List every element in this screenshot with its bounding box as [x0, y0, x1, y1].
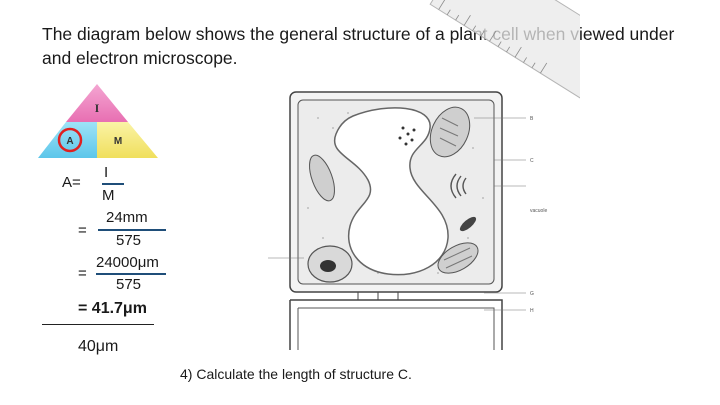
label-b: B [530, 116, 534, 122]
neighbour-cell-membrane [297, 307, 495, 350]
chloroplast-left [309, 154, 335, 202]
triangle-right-section [97, 122, 158, 158]
label-g: G [530, 291, 534, 297]
label-vacuole: vacuole [530, 208, 547, 214]
triangle-label-a: A [66, 136, 73, 147]
golgi-apparatus [450, 173, 467, 199]
vacuole [333, 107, 449, 276]
fraction1-denominator: M [102, 187, 115, 204]
label-h: H [530, 308, 534, 314]
plant-cell-diagram: B C vacuole G H [268, 91, 547, 350]
formula-equals-3: = [78, 265, 87, 282]
label-c: C [530, 158, 534, 164]
a-highlight-circle [57, 127, 83, 153]
plasmodesmata [357, 292, 399, 300]
chloroplast-bottom-right [437, 242, 479, 274]
ruler-overlay [429, 0, 580, 111]
ruler-ticks [438, 0, 548, 74]
thylakoid-lines [439, 117, 459, 147]
formula-equals-2: = [78, 222, 87, 239]
answer-value: 40μm [78, 338, 119, 355]
thylakoid-lines-2 [443, 247, 473, 269]
nucleolus [320, 260, 336, 272]
question-text: 4) Calculate the length of structure C. [180, 366, 412, 382]
fraction3-denominator: 575 [116, 276, 142, 293]
fraction3-numerator: 24000μm [96, 254, 159, 271]
label-lines [268, 117, 526, 311]
result-value: = 41.7μm [78, 300, 147, 317]
formula-lhs: A= [62, 174, 81, 191]
fraction1-line [102, 183, 124, 185]
fraction2-denominator: 575 [116, 232, 142, 249]
fraction2-line [98, 229, 166, 231]
neighbour-cell-wall [289, 299, 503, 350]
ribosome-cluster [398, 126, 416, 146]
heading: The diagram below shows the general stru… [42, 24, 675, 68]
triangle-label-m: M [114, 136, 122, 147]
triangle-left-section [38, 122, 97, 158]
fraction3-line [96, 273, 166, 275]
formula-triangle: I A M [38, 84, 158, 158]
fraction1-numerator: I [104, 164, 109, 181]
answer-underline [42, 324, 154, 325]
triangle-top-section [66, 84, 128, 122]
fraction2-numerator: 24mm [106, 209, 148, 226]
mitochondrion [459, 216, 477, 232]
triangle-label-i: I [95, 101, 100, 115]
ruler-body [429, 0, 580, 111]
